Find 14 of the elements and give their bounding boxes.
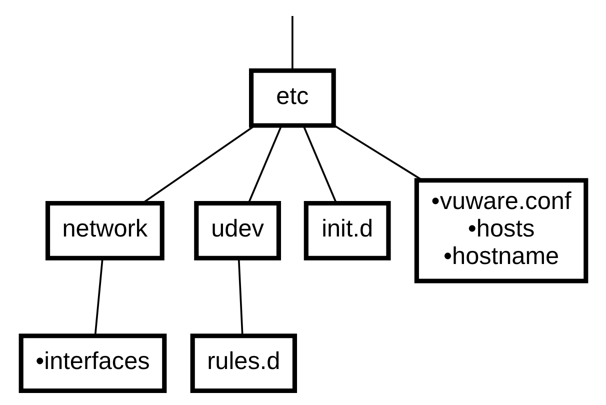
node-box: udev bbox=[194, 200, 281, 260]
node-box: init.d bbox=[303, 200, 390, 260]
node-box: rules.d bbox=[190, 334, 297, 394]
connector bbox=[94, 258, 103, 336]
node-box: •vuware.conf •hosts •hostname bbox=[414, 178, 588, 284]
node-box: •interfaces bbox=[18, 334, 166, 394]
connector bbox=[237, 258, 243, 336]
connector bbox=[302, 125, 337, 204]
connector bbox=[332, 124, 422, 182]
connector bbox=[247, 125, 282, 204]
connector bbox=[291, 16, 293, 71]
node-box: etc bbox=[248, 68, 336, 128]
connector bbox=[142, 125, 255, 204]
node-box: network bbox=[44, 200, 164, 260]
